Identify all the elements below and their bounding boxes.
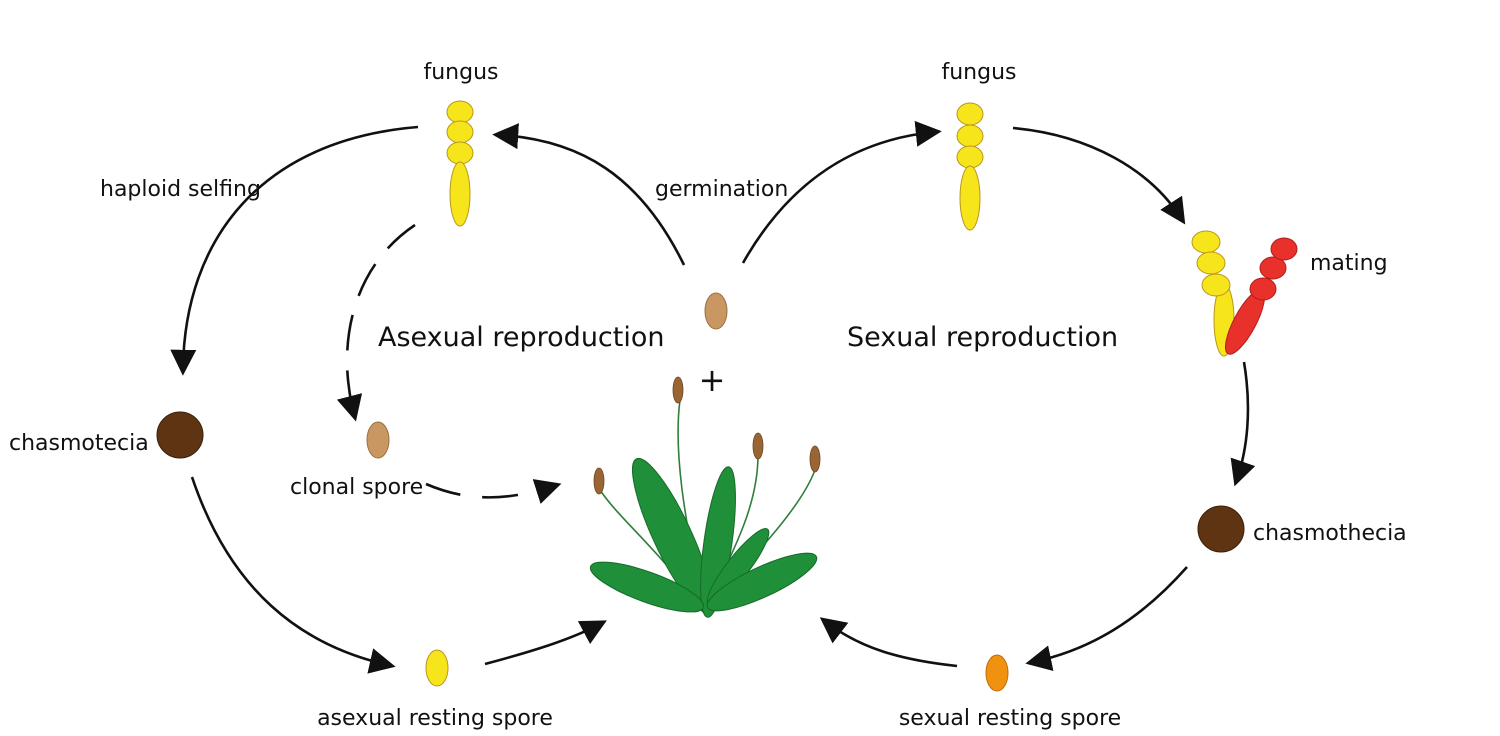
arrow-chasmothecia-to-sexual-resting-spore (1025, 566, 1188, 671)
mating-label: mating (1310, 251, 1388, 276)
dashed-arrow-fungus-to-clonal-spore (336, 223, 416, 422)
plus-sign: + (699, 361, 726, 399)
clonal-spore-icon (366, 421, 390, 459)
chasmotecia-icon (156, 411, 204, 459)
arrow-germination-to-left-fungus (492, 123, 686, 266)
arrow-mating-to-chasmothecia (1230, 361, 1256, 487)
germination-label: germination (655, 177, 788, 202)
arrow-fungus-to-chasmotecia (170, 125, 419, 376)
clonal-spore-label: clonal spore (290, 475, 423, 500)
chasmotecia-label: chasmotecia (9, 431, 149, 456)
arrow-sexual-resting-spore-to-plant (819, 617, 958, 668)
sexual-resting-spore-icon (985, 654, 1009, 692)
sexual-resting-spore-label: sexual resting spore (899, 706, 1121, 731)
chasmothecia-icon (1197, 505, 1245, 553)
plant-icon (589, 376, 821, 618)
arrow-germination-to-right-fungus (741, 120, 942, 264)
arrow-chasmotecia-to-asexual-resting-spore (190, 476, 396, 674)
arrow-fungus-to-mating (1012, 126, 1186, 225)
fungus-right-label: fungus (941, 60, 1016, 85)
sexual-reproduction-label: Sexual reproduction (847, 322, 1118, 353)
asexual-resting-spore-label: asexual resting spore (317, 706, 553, 731)
fungus-right-icon (956, 102, 984, 231)
arrow-asexual-resting-spore-to-plant (484, 620, 607, 666)
haploid-selfing-label: haploid selfing (100, 177, 261, 202)
germinating-spore-icon (704, 292, 728, 330)
dashed-arrow-clonal-spore-to-plant (425, 479, 562, 504)
asexual-resting-spore-icon (425, 649, 449, 687)
fungus-left-label: fungus (423, 60, 498, 85)
mating-fungi-icon (1191, 230, 1298, 357)
arrows (170, 120, 1256, 674)
asexual-reproduction-label: Asexual reproduction (378, 322, 665, 353)
chasmothecia-label: chasmothecia (1253, 521, 1407, 546)
fungus-left-icon (446, 100, 474, 227)
